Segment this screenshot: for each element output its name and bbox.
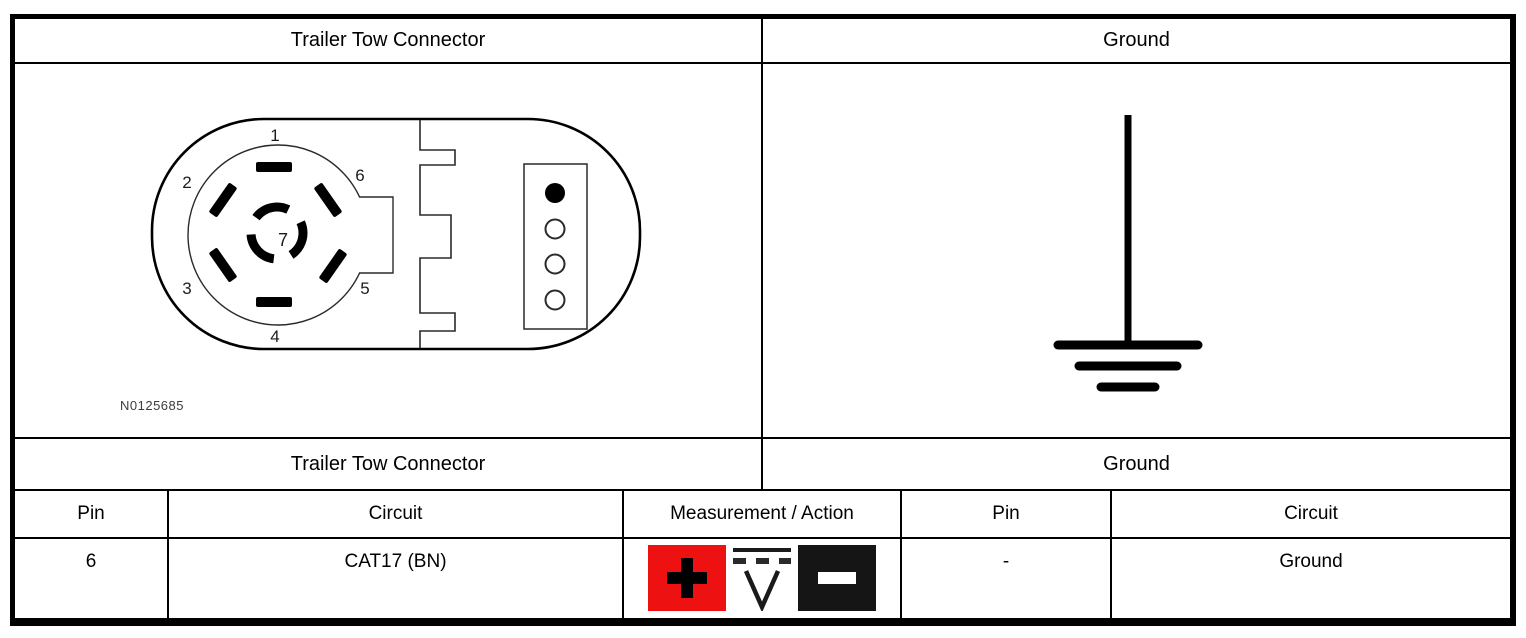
connector-diagram-cell: 1 2 3 4 5 6 7 N0125685 <box>15 64 763 437</box>
figure-id-label: N0125685 <box>120 398 184 413</box>
header-ground: Ground <box>1103 29 1170 51</box>
pin-value-right: - <box>902 539 1112 618</box>
column-header-row: Pin Circuit Measurement / Action Pin Cir… <box>15 491 1510 539</box>
pin-label-2: 2 <box>182 173 191 192</box>
side-pin-open-3 <box>544 289 566 311</box>
table-row: 6 CAT17 (BN) - Ground <box>15 539 1510 618</box>
positive-probe-icon <box>648 545 726 611</box>
circuit-value-right: Ground <box>1279 551 1343 572</box>
pin-slot-1 <box>256 162 292 172</box>
pin-label-6: 6 <box>355 166 364 185</box>
measurement-icons <box>648 545 876 611</box>
pin-value-left: 6 <box>15 539 169 618</box>
section-header-trailer-tow-connector: Trailer Tow Connector <box>15 439 763 489</box>
column-header-circuit-right: Circuit <box>1284 503 1338 524</box>
negative-probe-icon <box>798 545 876 611</box>
top-header-row: Trailer Tow Connector Ground <box>15 19 1510 64</box>
pin-slot-5 <box>319 249 347 283</box>
keyway-outline <box>359 196 394 274</box>
ground-symbol <box>1053 115 1203 392</box>
header-trailer-tow-connector: Trailer Tow Connector <box>15 19 763 62</box>
side-pin-block <box>523 163 588 330</box>
ground-symbol-cell <box>763 64 1510 437</box>
pin-slot-4 <box>256 297 292 307</box>
pin-slot-7-ring <box>246 202 308 264</box>
column-header-pin-right: Pin <box>902 491 1112 537</box>
dc-voltmeter-icon <box>733 548 791 611</box>
side-pin-filled <box>545 183 565 203</box>
pin-slot-6 <box>314 183 342 217</box>
column-header-circuit-left: Circuit <box>169 491 624 537</box>
pin-label-7: 7 <box>278 230 288 250</box>
diagram-row: 1 2 3 4 5 6 7 N0125685 <box>15 64 1510 439</box>
column-header-pin-left: Pin <box>15 491 169 537</box>
column-header-measurement-action: Measurement / Action <box>624 491 902 537</box>
pin-label-1: 1 <box>270 126 279 145</box>
connector-housing-outline <box>150 117 642 351</box>
pin-slot-2 <box>209 183 237 217</box>
section-header-row: Trailer Tow Connector Ground <box>15 439 1510 491</box>
pin-label-5: 5 <box>360 279 369 298</box>
circuit-value-left: CAT17 (BN) <box>169 539 624 618</box>
side-pin-open-2 <box>544 253 566 275</box>
trailer-tow-connector-diagram: 1 2 3 4 5 6 7 <box>150 117 642 351</box>
pin-slot-3 <box>209 248 237 282</box>
side-pin-open-1 <box>544 218 566 240</box>
pin-label-3: 3 <box>182 279 191 298</box>
pin-label-4: 4 <box>270 327 279 346</box>
connector-divider <box>419 120 456 348</box>
pinout-table: Trailer Tow Connector Ground <box>10 14 1516 626</box>
measurement-action-cell <box>624 539 902 618</box>
section-header-ground: Ground <box>1103 452 1170 475</box>
